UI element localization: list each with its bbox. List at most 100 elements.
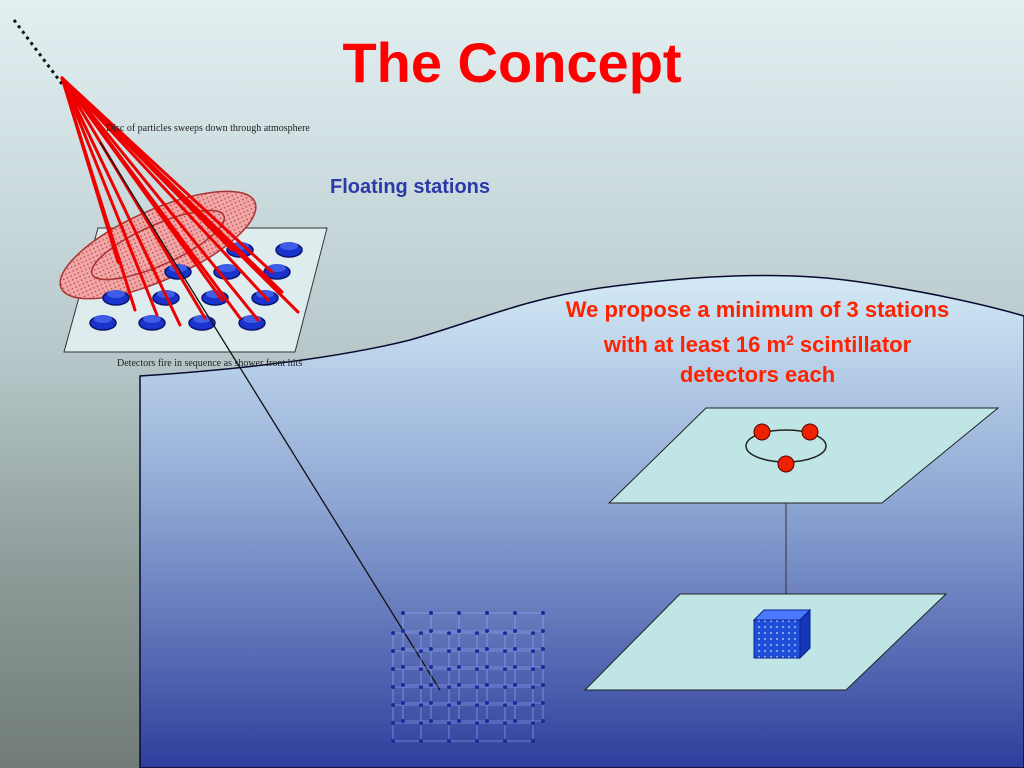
proposal-line-3: detectors each (679, 362, 836, 387)
lattice-node (475, 703, 479, 707)
proposal-line-2: with at least 16 m2 scintillator (603, 332, 912, 357)
lattice-node (429, 665, 433, 669)
lattice-node (419, 685, 423, 689)
lattice-node (429, 683, 433, 687)
lattice-node (485, 683, 489, 687)
lattice-node (513, 665, 517, 669)
lattice-node (429, 611, 433, 615)
lattice-node (531, 649, 535, 653)
muon-track (99, 141, 441, 691)
lattice-node (475, 685, 479, 689)
lattice-node (401, 647, 405, 651)
lattice-node (475, 667, 479, 671)
shower-line (60, 76, 242, 320)
lattice-node (447, 649, 451, 653)
slide-title: The Concept (342, 31, 682, 94)
lattice-node (475, 721, 479, 725)
lattice-node (513, 647, 517, 651)
lattice-node (401, 665, 405, 669)
lattice-node (541, 683, 545, 687)
lattice-node (475, 631, 479, 635)
lattice-node (401, 629, 405, 633)
disc-caption: Disc of particles sweeps down through at… (106, 123, 310, 134)
lattice-node (457, 665, 461, 669)
lattice-node (531, 667, 535, 671)
shower-line (60, 76, 159, 317)
lattice-node (447, 721, 451, 725)
floating-stations-label: Floating stations (330, 176, 490, 198)
lattice-node (391, 721, 395, 725)
lattice-node (457, 683, 461, 687)
detector-puck (263, 264, 291, 280)
lattice-node (513, 683, 517, 687)
lattice-node (391, 703, 395, 707)
lattice-node (475, 739, 479, 743)
lattice-node (531, 685, 535, 689)
proposal-line-1: We propose a minimum of 3 stations (565, 297, 950, 322)
lattice-node (391, 739, 395, 743)
lattice-node (531, 721, 535, 725)
lattice-node (485, 665, 489, 669)
lattice-node (419, 667, 423, 671)
lattice-node (457, 647, 461, 651)
lattice-node (541, 647, 545, 651)
detector-pucks (89, 242, 303, 331)
lattice-node (457, 719, 461, 723)
station-platform-upper (607, 407, 1000, 504)
lattice-node (531, 703, 535, 707)
lattice-node (513, 629, 517, 633)
lattice-node (391, 631, 395, 635)
lattice-node (485, 647, 489, 651)
lattice-node (419, 739, 423, 743)
lattice-node (541, 629, 545, 633)
lattice-node (401, 611, 405, 615)
lattice-node (419, 703, 423, 707)
proposal-text: We propose a minimum of 3 stations with … (525, 295, 990, 390)
lattice-node (447, 703, 451, 707)
detector-puck (89, 315, 117, 331)
lattice-node (503, 739, 507, 743)
detector-puck (275, 242, 303, 258)
lattice-node (457, 701, 461, 705)
lattice-node (447, 631, 451, 635)
lattice-node (401, 701, 405, 705)
lattice-node (503, 721, 507, 725)
lattice-node (485, 611, 489, 615)
station-detector-dot (777, 455, 795, 473)
shower-line (60, 76, 137, 312)
detector-puck (188, 315, 216, 331)
lattice-node (513, 611, 517, 615)
lattice-node (541, 719, 545, 723)
lattice-node (391, 649, 395, 653)
lattice-node (401, 719, 405, 723)
shower-line (60, 76, 260, 322)
lattice-node (391, 667, 395, 671)
shower-line (60, 76, 234, 252)
lattice-node (503, 631, 507, 635)
lattice-node (485, 719, 489, 723)
lattice-node (475, 649, 479, 653)
lattice-node (541, 611, 545, 615)
lattice-node (485, 701, 489, 705)
lattice-node (541, 701, 545, 705)
lattice-node (429, 629, 433, 633)
lattice-node (513, 701, 517, 705)
detector-caption: Detectors fire in sequence as shower fro… (117, 358, 302, 369)
lattice-node (457, 629, 461, 633)
detector-puck (238, 315, 266, 331)
lattice-node (457, 611, 461, 615)
lattice-node (419, 631, 423, 635)
shower-line (60, 76, 270, 302)
lattice-node (447, 685, 451, 689)
lattice-node (503, 685, 507, 689)
detector-cube (752, 608, 812, 660)
lattice-node (541, 665, 545, 669)
lattice-node (419, 649, 423, 653)
detector-puck (138, 315, 166, 331)
lattice-node (531, 739, 535, 743)
lattice-node (429, 719, 433, 723)
shower-line (60, 76, 182, 327)
lattice-node (391, 685, 395, 689)
lattice-node (419, 721, 423, 725)
